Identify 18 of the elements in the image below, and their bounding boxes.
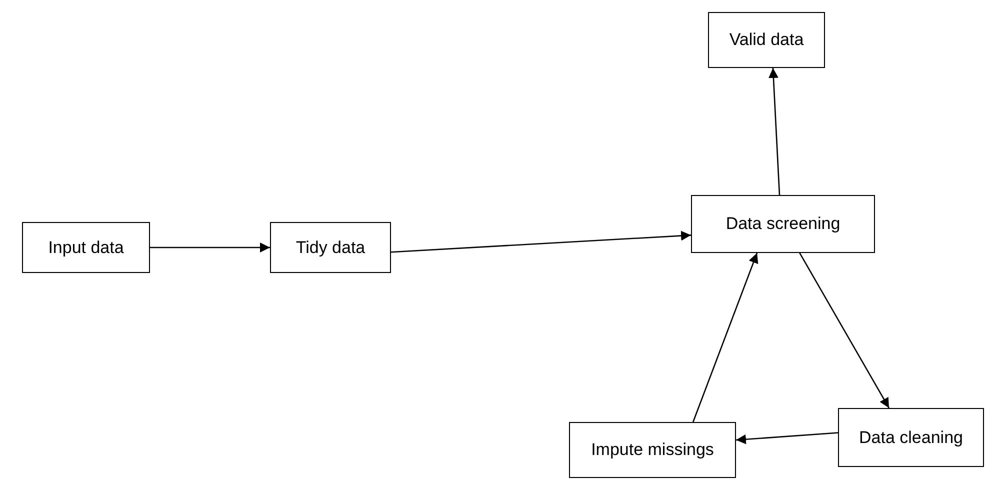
arrow xyxy=(799,252,890,408)
arrow xyxy=(736,432,838,444)
process-box xyxy=(708,12,825,68)
box-label: Valid data xyxy=(729,29,804,52)
process-box xyxy=(691,195,875,253)
process-box xyxy=(838,408,984,467)
box-label: Data cleaning xyxy=(859,426,963,449)
arrow xyxy=(390,230,692,253)
arrow xyxy=(692,252,758,422)
box-label: Impute missings xyxy=(591,439,714,462)
box-label: Data screening xyxy=(726,213,840,236)
arrow xyxy=(768,68,780,196)
box-label: Tidy data xyxy=(296,236,366,259)
process-box xyxy=(22,222,150,273)
arrow xyxy=(150,242,270,252)
box-label: Input data xyxy=(48,236,124,259)
process-box xyxy=(569,422,736,478)
process-box xyxy=(270,222,391,273)
